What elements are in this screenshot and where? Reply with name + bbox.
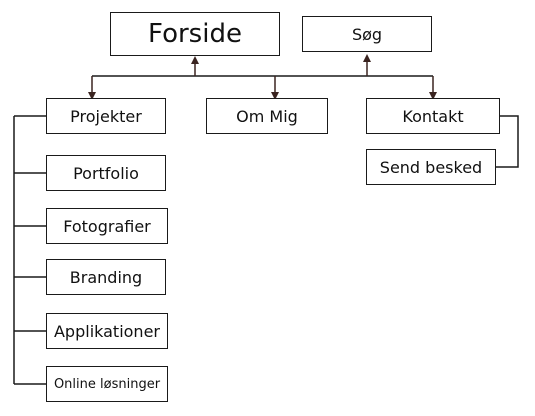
contact-bracket (496, 115, 519, 168)
node-applikationer: Applikationer (46, 313, 168, 349)
node-kontakt: Kontakt (366, 98, 500, 134)
node-fotografier: Fotografier (46, 208, 168, 244)
node-send-besked: Send besked (366, 149, 496, 185)
node-online-losninger: Online løsninger (46, 366, 168, 402)
node-sog: Søg (302, 16, 432, 52)
node-branding: Branding (46, 259, 166, 295)
node-portfolio: Portfolio (46, 155, 166, 191)
node-projekter: Projekter (46, 98, 166, 134)
node-forside: Forside (110, 12, 280, 56)
node-om-mig: Om Mig (206, 98, 328, 134)
